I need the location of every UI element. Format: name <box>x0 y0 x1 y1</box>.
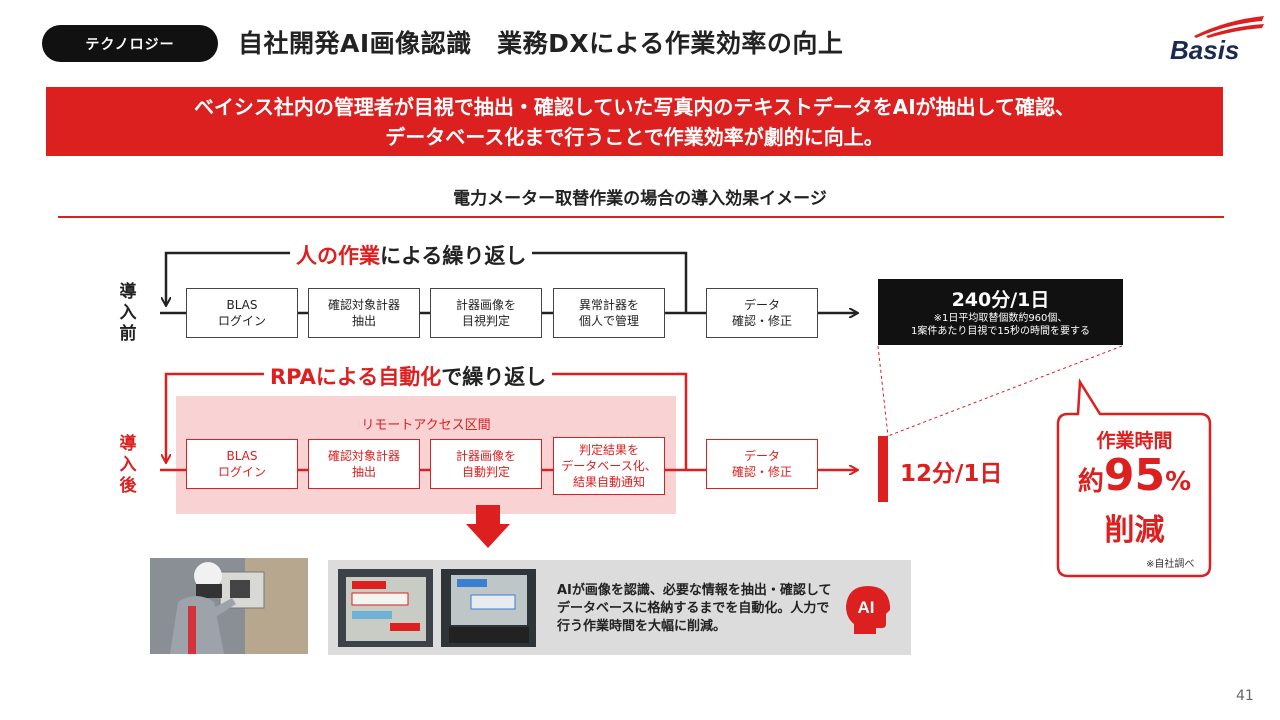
meter-image-2 <box>441 569 536 647</box>
before-row-label: 導 入 前 <box>116 282 140 345</box>
callout-percentage: 約95% <box>1058 450 1211 501</box>
after-step-1: BLAS ログイン <box>186 439 298 489</box>
ai-badge-text: AI <box>858 598 875 617</box>
after-loop-rest: で繰り返し <box>441 365 547 389</box>
before-loop-rest: による繰り返し <box>380 244 527 268</box>
after-step-4: 判定結果を データベース化、 結果自動通知 <box>553 437 665 495</box>
before-label-char: 導 <box>119 282 137 302</box>
after-result-bar <box>878 436 888 502</box>
after-loop-highlight: RPAによる自動化 <box>270 365 442 389</box>
callout-value: 95 <box>1103 450 1166 501</box>
after-label-char: 後 <box>119 476 137 496</box>
summary-banner: ベイシス社内の管理者が目視で抽出・確認していた写真内のテキストデータをAIが抽出… <box>46 87 1223 156</box>
page-number: 41 <box>1236 688 1254 704</box>
after-final-step: データ 確認・修正 <box>706 439 818 489</box>
before-result-note-1: ※1日平均取替個数約960個、 <box>933 313 1068 324</box>
section-subtitle: 電力メーター取替作業の場合の導入効果イメージ <box>453 189 827 209</box>
logo-text: Basis <box>1170 35 1239 64</box>
before-step-3: 計器画像を 目視判定 <box>430 288 542 338</box>
category-tag: テクノロジー <box>42 25 218 62</box>
banner-line-1: ベイシス社内の管理者が目視で抽出・確認していた写真内のテキストデータをAIが抽出… <box>193 94 1076 119</box>
before-loop-title: 人の作業による繰り返し <box>290 240 533 270</box>
ai-description-text: AIが画像を認識、必要な情報を抽出・確認してデータベースに格納するまでを自動化。… <box>557 583 832 634</box>
before-result-note-2: 1案件あたり目視で15秒の時間を要する <box>910 326 1091 337</box>
page-title: 自社開発AI画像認識 業務DXによる作業効率の向上 <box>238 29 844 58</box>
meter-image-1 <box>338 569 433 647</box>
before-label-char: 入 <box>119 303 137 323</box>
worker-photo <box>150 558 308 654</box>
callout-reduction: 削減 <box>1104 513 1165 548</box>
callout-prefix: 約 <box>1077 467 1104 497</box>
after-label-char: 導 <box>119 434 137 454</box>
remote-access-label: リモートアクセス区間 <box>361 418 491 433</box>
after-step-3: 計器画像を 自動判定 <box>430 439 542 489</box>
callout-unit: % <box>1165 467 1192 497</box>
ai-head-icon: AI <box>846 586 890 634</box>
before-step-4: 異常計器を 個人で管理 <box>553 288 665 338</box>
after-result-value: 12分/1日 <box>900 461 1003 487</box>
after-step-2: 確認対象計器 抽出 <box>308 439 420 489</box>
callout-source: ※自社調べ <box>1146 559 1195 570</box>
basis-logo: Basis <box>1170 16 1264 64</box>
banner-line-2: データベース化まで行うことで作業効率が劇的に向上。 <box>385 124 884 149</box>
after-loop-title: RPAによる自動化で繰り返し <box>264 361 553 391</box>
before-label-char: 前 <box>119 324 137 344</box>
after-row-label: 導 入 後 <box>116 434 140 497</box>
before-result-box: 240分/1日 ※1日平均取替個数約960個、 1案件あたり目視で15秒の時間を… <box>878 279 1123 345</box>
before-step-1: BLAS ログイン <box>186 288 298 338</box>
before-step-2: 確認対象計器 抽出 <box>308 288 420 338</box>
subtitle-divider <box>58 216 1224 218</box>
before-loop-highlight: 人の作業 <box>296 244 380 268</box>
before-result-value: 240分/1日 <box>951 289 1050 311</box>
after-label-char: 入 <box>119 455 137 475</box>
callout-label: 作業時間 <box>1096 430 1173 452</box>
before-final-step: データ 確認・修正 <box>706 288 818 338</box>
